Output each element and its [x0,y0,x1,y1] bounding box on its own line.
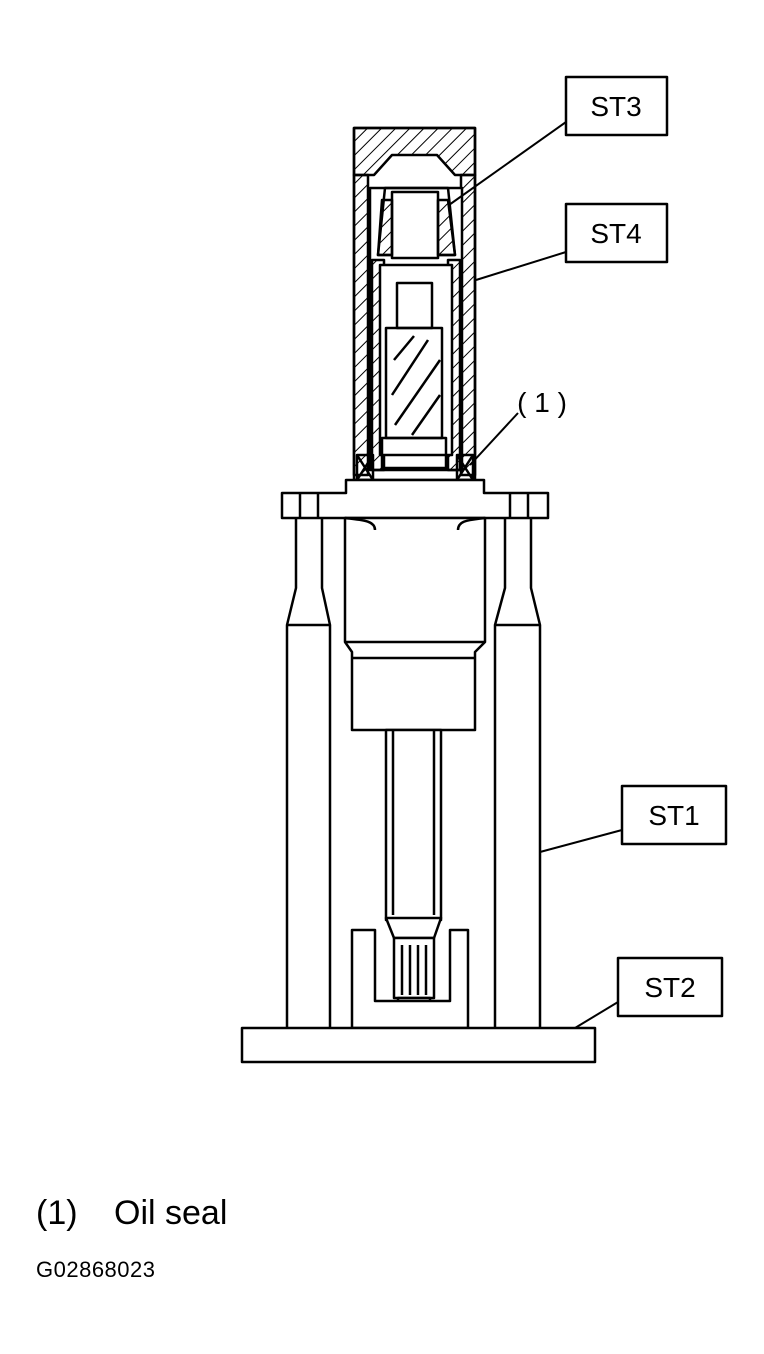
st1-stand [285,518,542,1028]
st3-label-box [564,75,669,137]
st4-label-box [564,202,669,264]
st1-leader [539,829,623,853]
housing [280,478,550,732]
st3-label: ST3 [590,91,641,122]
st1-label-box [620,784,728,846]
legend-number: (1) [36,1194,78,1232]
press-tool-diagram: ST3 ST4 ST1 ST2 ( 1 ) [240,75,728,1064]
legend: (1) Oil seal [36,1190,227,1236]
pinion-shaft [384,728,443,1030]
st2-label: ST2 [644,972,695,1003]
figure-id: G02868023 [36,1257,156,1282]
st4-leader [475,251,567,281]
legend-text: Oil seal [114,1194,228,1232]
st3-leader [448,121,567,206]
st2-label-box [616,956,724,1018]
st2-leader [574,1001,619,1029]
st2-base-plate [240,1026,597,1064]
st3-inner-tool [368,186,464,472]
st1-label: ST1 [648,800,699,831]
oil-seal-callout: ( 1 ) [517,387,567,418]
oil-seal-leader [469,412,519,466]
st4-label: ST4 [590,218,641,249]
